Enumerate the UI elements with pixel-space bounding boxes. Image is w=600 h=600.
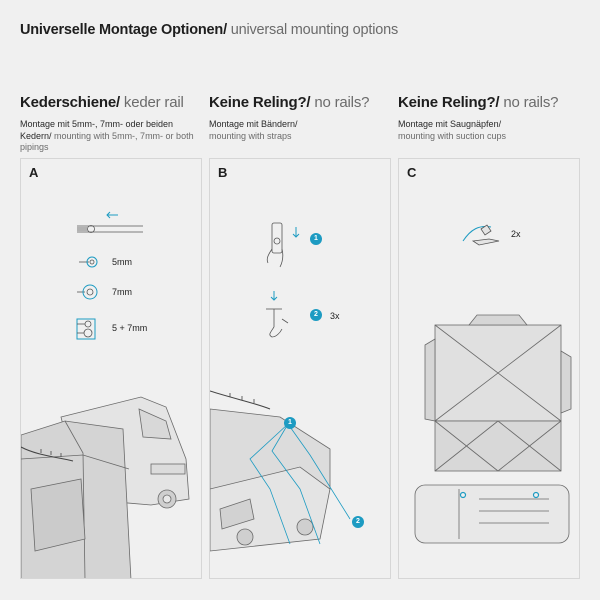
slide-arrow-icon: [106, 211, 118, 219]
keder-rail-icon: [77, 225, 143, 233]
panel-b-letter: B: [218, 165, 228, 180]
step-badge-2: 2: [310, 309, 322, 321]
column-a-description: Montage mit 5mm-, 7mm- oder beiden Keder…: [20, 119, 198, 154]
column-b-heading-main: Keine Reling?/: [209, 94, 311, 111]
suction-cup-markers: [459, 491, 540, 499]
panel-b: B 1 2 3x 1 2: [209, 158, 391, 579]
step-badge-1: 1: [310, 233, 322, 245]
column-b-desc-main: Montage mit Bändern/: [209, 119, 298, 129]
column-b-description: Montage mit Bändern/mounting with straps: [209, 119, 387, 142]
panel-a-illustration: [21, 211, 190, 578]
strap-buckle-icon: [266, 222, 284, 268]
awning-top-view-drawing: [424, 314, 572, 472]
column-b-heading: Keine Reling?/ no rails?: [209, 94, 387, 111]
strap-hook-icon: [266, 308, 289, 338]
keder-5mm-icon: [79, 256, 98, 268]
van-with-straps-drawing: [210, 408, 331, 552]
panel-b-illustration: [210, 222, 351, 552]
column-c-heading-sub: no rails?: [499, 94, 559, 111]
van-badge-2: 2: [352, 516, 364, 528]
keder-5-7mm-icon: [76, 318, 96, 340]
option-7mm-label: 7mm: [112, 287, 132, 297]
van-badge-1: 1: [284, 417, 296, 429]
van-top-view-drawing: [414, 484, 570, 544]
awning-keder-line-b: [210, 390, 271, 410]
panel-c-illustration: [414, 224, 572, 544]
strap-lines: [249, 423, 351, 545]
page-title: Universelle Montage Optionen/ universal …: [20, 22, 398, 38]
page-title-main: Universelle Montage Optionen/: [20, 22, 227, 38]
suction-cup-icon: [462, 224, 500, 246]
page-title-sub: universal mounting options: [226, 22, 399, 38]
panel-a-letter: A: [29, 165, 39, 180]
column-a-desc-main: Montage mit 5mm-, 7mm- oder beiden Keder…: [20, 119, 174, 141]
column-b-desc-sub: mounting with straps: [209, 130, 292, 141]
column-a-desc-sub: mounting with 5mm-, 7mm- or both pipings: [20, 130, 194, 153]
awning-keder-line: [21, 446, 74, 462]
keder-7mm-icon: [77, 284, 98, 300]
hook-quantity-label: 3x: [330, 311, 340, 321]
van-with-awning-drawing: [21, 396, 190, 578]
panel-c-letter: C: [407, 165, 417, 180]
column-c-heading-main: Keine Reling?/: [398, 94, 500, 111]
column-c-desc-main: Montage mit Saugnäpfen/: [398, 119, 502, 129]
down-arrow-icon-2: [270, 291, 278, 301]
column-a-heading-main: Kederschiene/: [20, 94, 120, 111]
option-5mm-label: 5mm: [112, 257, 132, 267]
column-a-heading-sub: keder rail: [119, 94, 184, 111]
panel-a: A 5mm 7mm 5 + 7mm: [20, 158, 202, 579]
suction-cup-quantity-label: 2x: [511, 229, 521, 239]
panel-c: C 2x: [398, 158, 580, 579]
column-c-description: Montage mit Saugnäpfen/mounting with suc…: [398, 119, 576, 142]
down-arrow-icon: [292, 227, 300, 238]
option-5-7mm-label: 5 + 7mm: [112, 323, 148, 333]
column-c-text: Keine Reling?/ no rails? Montage mit Sau…: [398, 94, 576, 142]
column-a-heading: Kederschiene/ keder rail: [20, 94, 198, 111]
column-b-heading-sub: no rails?: [310, 94, 370, 111]
column-b-text: Keine Reling?/ no rails? Montage mit Bän…: [209, 94, 387, 142]
column-a-text: Kederschiene/ keder rail Montage mit 5mm…: [20, 94, 198, 154]
column-c-heading: Keine Reling?/ no rails?: [398, 94, 576, 111]
column-c-desc-sub: mounting with suction cups: [398, 130, 507, 141]
